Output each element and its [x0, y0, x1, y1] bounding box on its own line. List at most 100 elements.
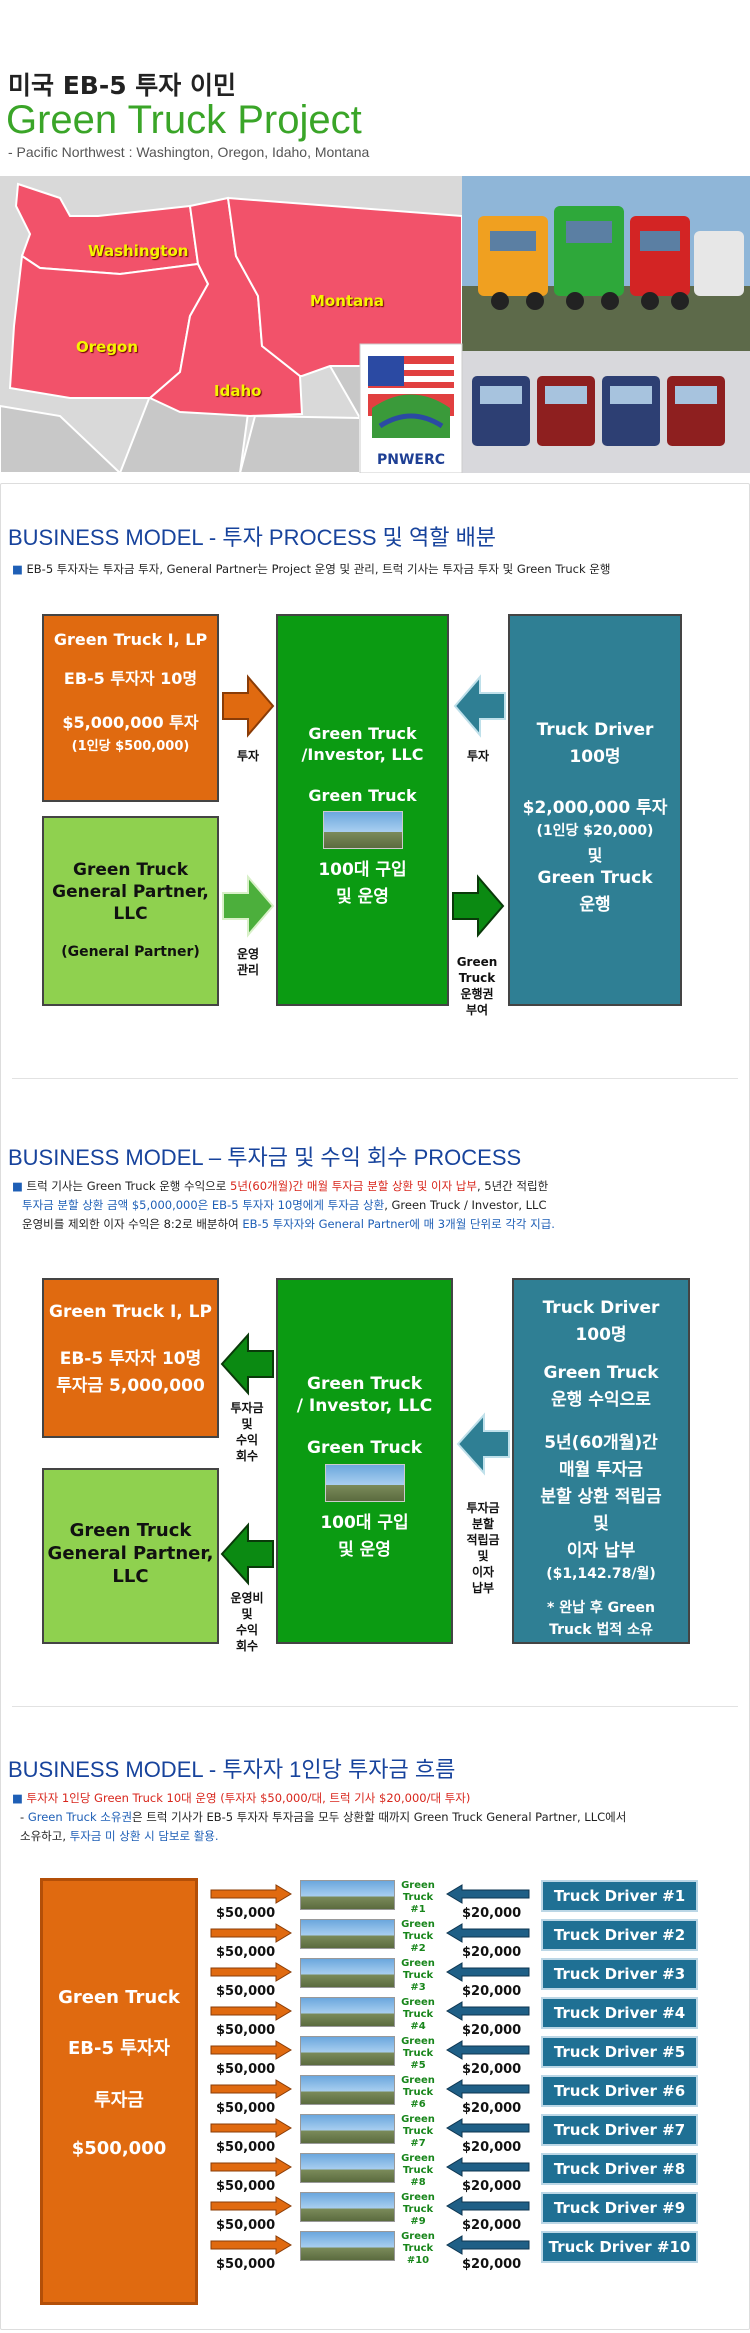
- truck-photo: [300, 2114, 395, 2144]
- truck-driver-box: Truck Driver #6: [541, 2075, 698, 2107]
- s2-lp-box: Green Truck I, LP EB-5 투자자 10명 투자금 5,000…: [42, 1278, 219, 1438]
- section2-note: ■ 트럭 기사는 Green Truck 운행 수익으로 5년(60개월)간 매…: [12, 1179, 555, 1231]
- pnw-map: [0, 176, 750, 473]
- arrow-driver-to-center: [456, 1412, 510, 1476]
- investor-amount: $50,000: [216, 2140, 276, 2155]
- investor-amount: $50,000: [216, 2257, 276, 2272]
- arrow-driver-to-truck: [446, 1962, 530, 1982]
- logo-text: PNWERC: [376, 452, 446, 468]
- label-montana: Montana: [310, 292, 385, 310]
- investor-amount: $50,000: [216, 2179, 276, 2194]
- arrow-investor-to-truck: [210, 2235, 292, 2255]
- s1-driver-box: Truck Driver 100명 $2,000,000 투자 (1인당 $20…: [508, 614, 682, 1006]
- arrow-investor-to-truck: [210, 1962, 292, 1982]
- truck-driver-box: Truck Driver #8: [541, 2153, 698, 2185]
- s1-lp-box: Green Truck I, LP EB-5 투자자 10명 $5,000,00…: [42, 614, 219, 802]
- arrow-investor-to-truck: [210, 2157, 292, 2177]
- truck-driver-box: Truck Driver #4: [541, 1997, 698, 2029]
- arrow-driver-to-truck: [446, 1923, 530, 1943]
- arrow-driver-to-truck: [446, 2235, 530, 2255]
- section2-title: BUSINESS MODEL – 투자금 및 수익 회수 PROCESS: [8, 1145, 522, 1170]
- arrow-driver-to-truck: [446, 2001, 530, 2021]
- page-title: Green Truck Project: [6, 98, 362, 142]
- arrow-center-to-lp: [220, 1332, 274, 1396]
- s2-arrows: [220, 1332, 510, 1586]
- page-subtitle: - Pacific Northwest : Washington, Oregon…: [8, 144, 370, 160]
- investor-amount: $50,000: [216, 2101, 276, 2116]
- driver-amount: $20,000: [462, 2140, 522, 2155]
- arrow-investor-to-truck: [210, 1923, 292, 1943]
- investor-amount: $50,000: [216, 2062, 276, 2077]
- investor-amount: $50,000: [216, 2023, 276, 2038]
- truck-photo: [300, 2153, 395, 2183]
- arrow-investor-to-truck: [210, 2118, 292, 2138]
- driver-amount: $20,000: [462, 2062, 522, 2077]
- s3-investor-box: Green Truck EB-5 투자자 투자금 $500,000: [40, 1878, 198, 2305]
- driver-amount: $20,000: [462, 2101, 522, 2116]
- section3-note: ■ 투자자 1인당 Green Truck 10대 운영 (투자자 $50,00…: [12, 1791, 627, 1843]
- arrow-investor-to-truck: [210, 2001, 292, 2021]
- arrow-driver-to-center: [453, 674, 506, 738]
- investor-amount: $50,000: [216, 1984, 276, 1999]
- driver-amount: $20,000: [462, 1945, 522, 1960]
- arrow-center-to-gp: [220, 1522, 274, 1586]
- truck-photo: [300, 1919, 395, 1949]
- bullet-icon: ■: [12, 562, 27, 576]
- divider-1: [12, 1078, 738, 1079]
- driver-amount: $20,000: [462, 1984, 522, 1999]
- arrow-driver-to-truck: [446, 1884, 530, 1904]
- arrow-driver-to-truck: [446, 2079, 530, 2099]
- truck-driver-box: Truck Driver #7: [541, 2114, 698, 2146]
- investor-amount: $50,000: [216, 2218, 276, 2233]
- section1-title: BUSINESS MODEL - 투자 PROCESS 및 역할 배분: [8, 525, 497, 550]
- label-oregon: Oregon: [76, 338, 139, 356]
- arrow-driver-to-truck: [446, 2196, 530, 2216]
- korean-title: 미국 EB-5 투자 이민: [8, 71, 237, 100]
- arrow-investor-to-truck: [210, 2196, 292, 2216]
- arrow-driver-to-truck: [446, 2157, 530, 2177]
- truck-driver-box: Truck Driver #9: [541, 2192, 698, 2224]
- arrow-driver-to-truck: [446, 2118, 530, 2138]
- s1-label-invest-left: 투자: [236, 749, 260, 763]
- s1-gp-box: Green Truck General Partner, LLC (Genera…: [42, 816, 219, 1006]
- truck-photo: [322, 811, 403, 849]
- arrow-investor-to-truck: [210, 2079, 292, 2099]
- truck-photo: [300, 1958, 395, 1988]
- truck-driver-box: Truck Driver #3: [541, 1958, 698, 1990]
- bullet-icon: ■: [12, 1791, 27, 1805]
- truck-photo: [300, 1997, 395, 2027]
- s1-center-box: Green Truck /Investor, LLC Green Truck 1…: [276, 614, 449, 1006]
- investor-amount: $50,000: [216, 1906, 276, 1921]
- s1-label-invest-right: 투자: [466, 749, 490, 763]
- section3-title: BUSINESS MODEL - 투자자 1인당 투자금 흐름: [8, 1757, 456, 1782]
- truck-driver-box: Truck Driver #2: [541, 1919, 698, 1951]
- label-idaho: Idaho: [214, 382, 262, 400]
- arrow-investor-to-truck: [210, 2040, 292, 2060]
- bullet-icon: ■: [12, 1179, 27, 1193]
- s2-driver-box: Truck Driver 100명 Green Truck 운행 수익으로 5년…: [512, 1278, 690, 1644]
- arrow-investor-to-truck: [210, 1884, 292, 1904]
- pnwerc-logo: [359, 343, 463, 473]
- arrow-center-to-driver: [452, 874, 505, 938]
- investor-amount: $50,000: [216, 1945, 276, 1960]
- arrow-gp-to-center: [222, 874, 275, 938]
- truck-photo: [300, 2036, 395, 2066]
- s2-center-box: Green Truck / Investor, LLC Green Truck …: [276, 1278, 453, 1644]
- arrow-driver-to-truck: [446, 2040, 530, 2060]
- truck-driver-box: Truck Driver #5: [541, 2036, 698, 2068]
- truck-photo: [300, 1880, 395, 1910]
